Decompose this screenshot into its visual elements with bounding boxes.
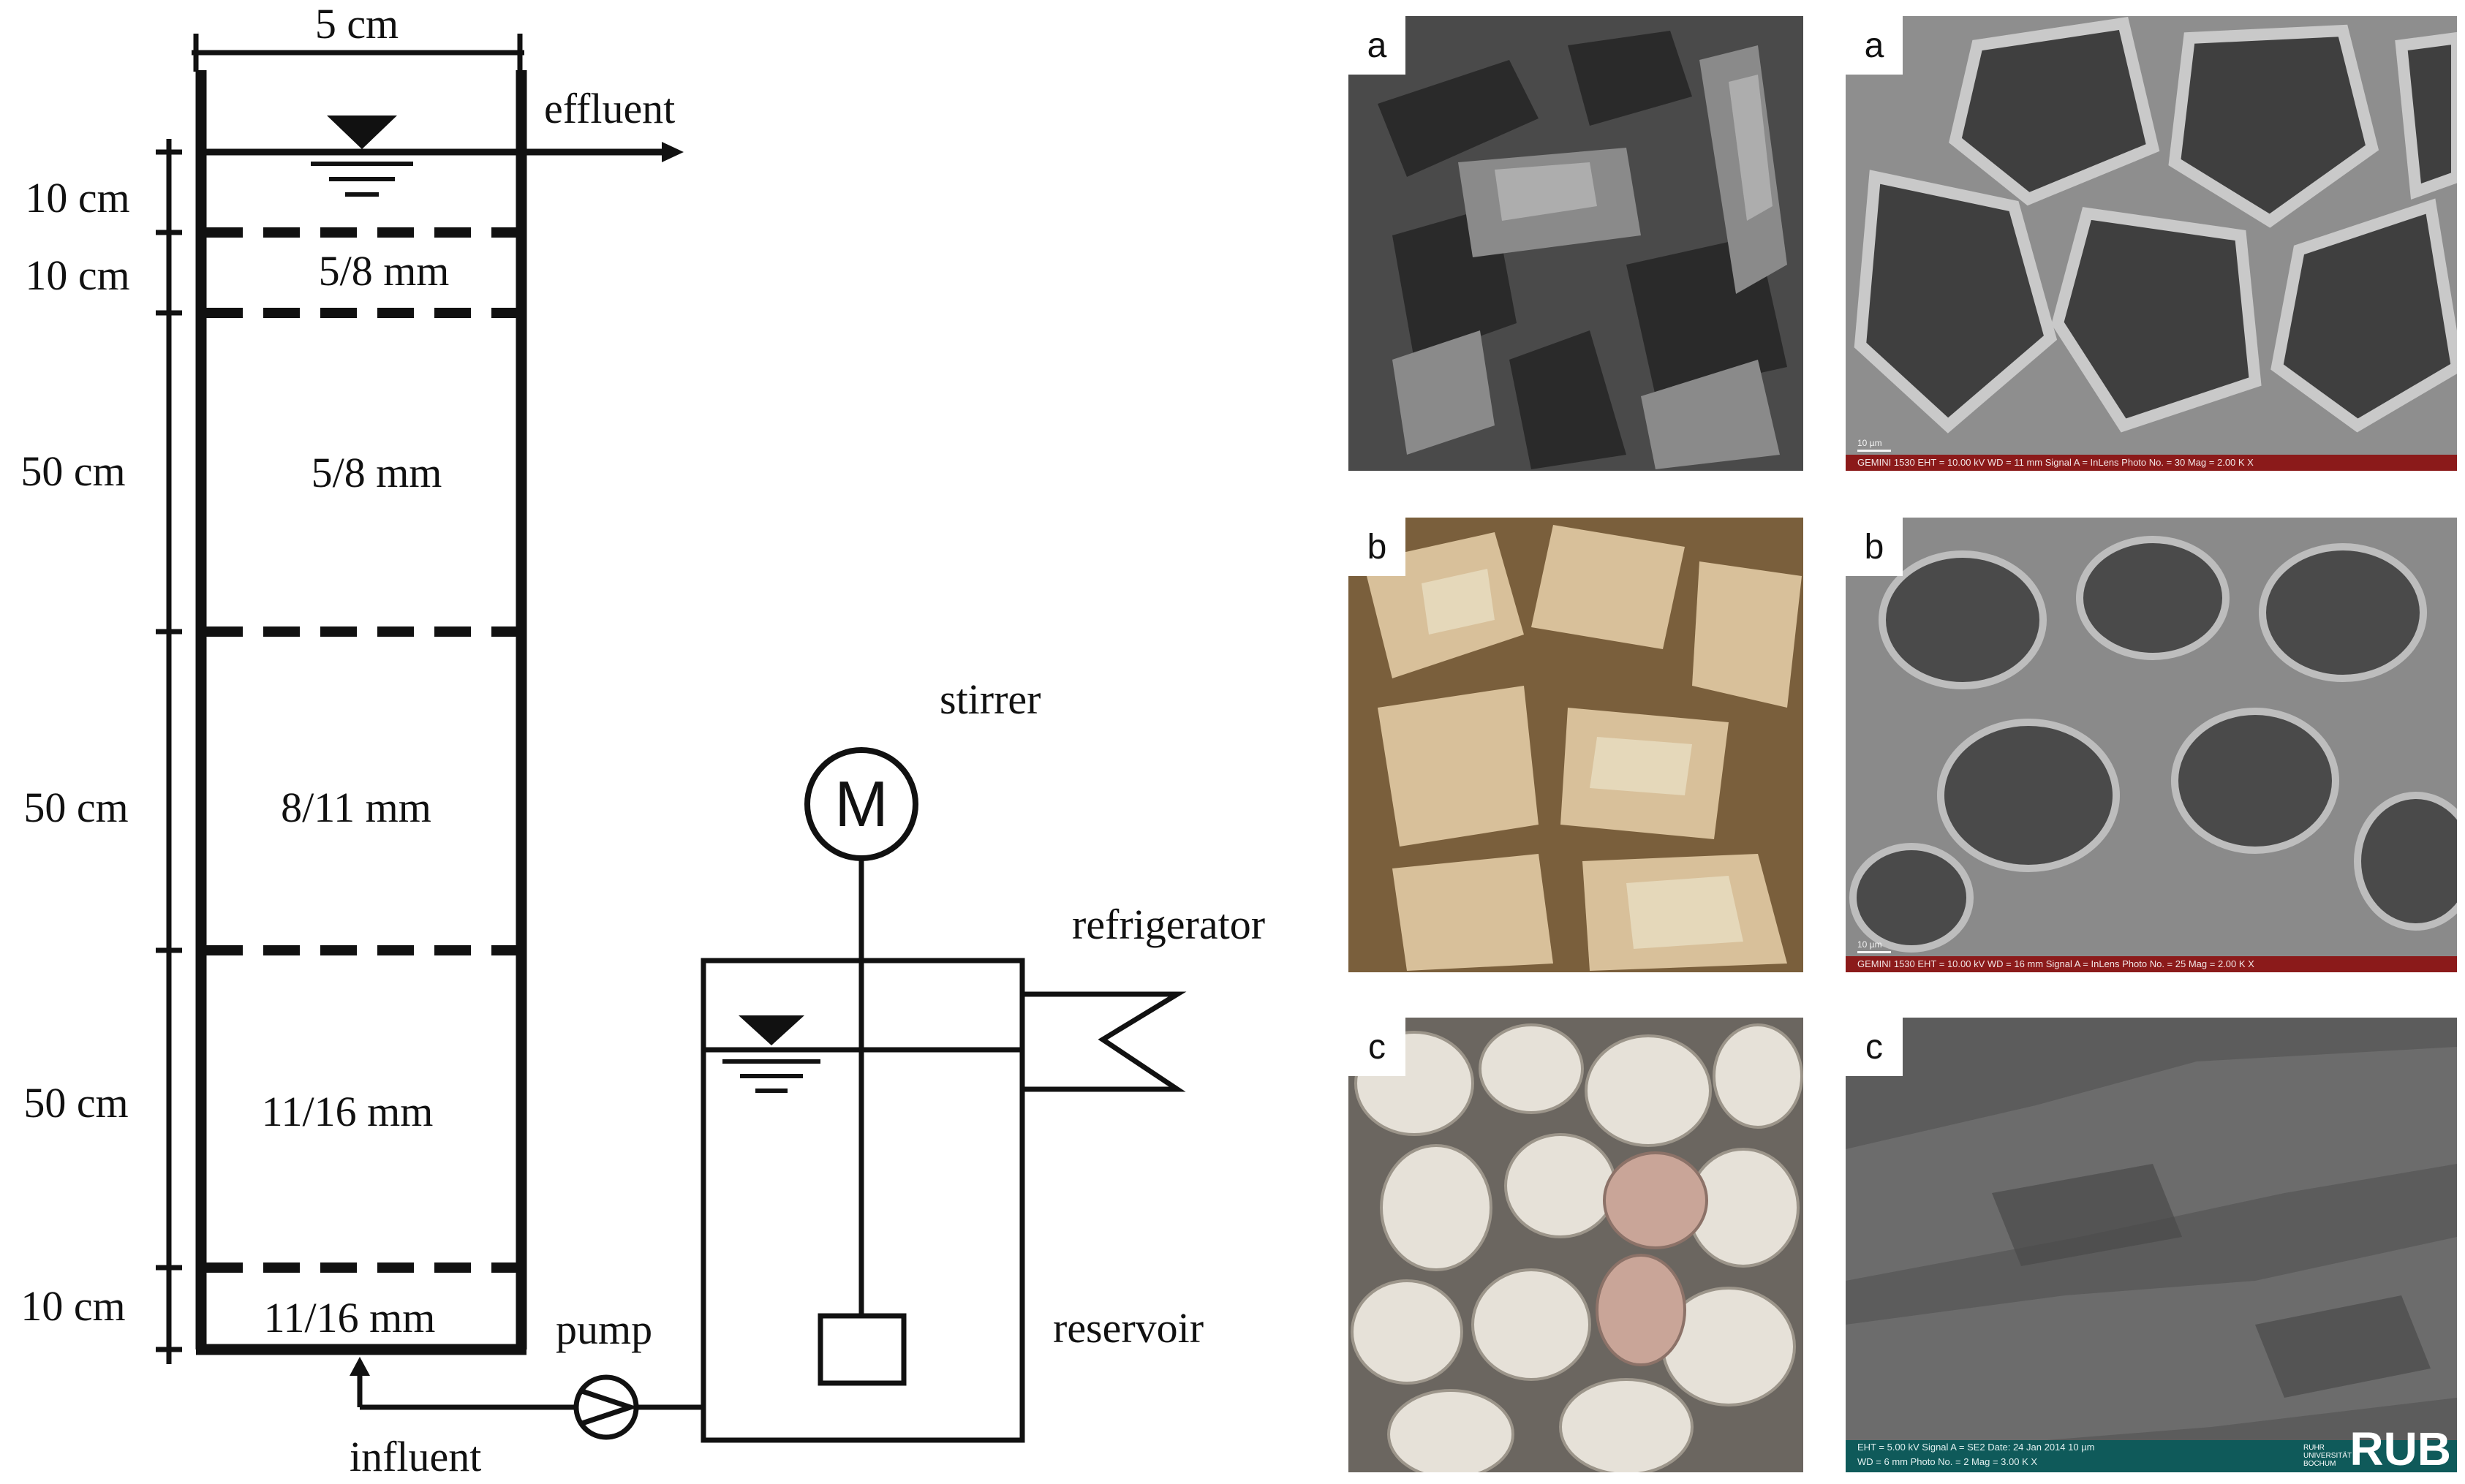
width-label: 5 cm xyxy=(315,0,399,48)
photo-label-c: c xyxy=(1348,1018,1405,1076)
stirrer-icon xyxy=(804,747,918,1386)
influent-arrow xyxy=(350,1357,370,1376)
height-label-6: 10 cm xyxy=(20,1282,125,1330)
height-dimension xyxy=(156,139,182,1364)
sem-label-a: a xyxy=(1846,16,1903,75)
sem-info-bar-b: GEMINI 1530 EHT = 10.00 kV WD = 16 mm Si… xyxy=(1846,956,2457,972)
sem-info-bar-c: EHT = 5.00 kV Signal A = SE2 Date: 24 Ja… xyxy=(1846,1440,2457,1472)
refrigerator-icon xyxy=(1022,991,1187,1092)
grain-size-layer-3: 8/11 mm xyxy=(281,784,431,831)
sem-label-b: b xyxy=(1846,518,1903,576)
sem-label-c: c xyxy=(1846,1018,1903,1076)
water-level-symbol xyxy=(311,116,413,197)
charcoal-sem-image: 10 µm GEMINI 1530 EHT = 10.00 kV WD = 11… xyxy=(1846,16,2457,471)
reservoir-label: reservoir xyxy=(1053,1304,1204,1352)
effluent-label: effluent xyxy=(544,85,675,132)
wood-chips-sem-image: 10 µm GEMINI 1530 EHT = 10.00 kV WD = 16… xyxy=(1846,518,2457,972)
reservoir-water-level-symbol xyxy=(722,1015,820,1093)
pump-icon xyxy=(573,1374,639,1440)
pump-label: pump xyxy=(556,1306,652,1353)
width-dimension xyxy=(192,34,524,72)
motor-symbol: M xyxy=(834,768,888,840)
height-label-2: 10 cm xyxy=(25,251,129,299)
grain-size-layer-4: 11/16 mm xyxy=(262,1088,434,1135)
sem-scale-bar-a: 10 µm xyxy=(1857,438,1891,452)
height-label-1: 10 cm xyxy=(25,174,129,222)
grain-size-layer-5: 11/16 mm xyxy=(264,1294,436,1341)
sem-info-bar-c-line2: WD = 6 mm Photo No. = 2 Mag = 3.00 K X xyxy=(1857,1456,2038,1467)
photo-label-a: a xyxy=(1348,16,1405,75)
sem-info-bar-c-line1: EHT = 5.00 kV Signal A = SE2 Date: 24 Ja… xyxy=(1857,1442,2095,1453)
wood-chips-photo: b xyxy=(1348,518,1803,972)
height-label-5: 50 cm xyxy=(23,1079,128,1127)
charcoal-photo: a xyxy=(1348,16,1803,471)
grain-size-layer-2: 5/8 mm xyxy=(312,449,442,496)
effluent-outlet xyxy=(201,142,684,162)
column-setup-diagram: 5 cm effluent 5/8 mm 5/8 mm 8/11 mm 11/1… xyxy=(20,0,1265,1480)
university-logo-small: RUHR UNIVERSITÄT BOCHUM xyxy=(2303,1444,2352,1468)
university-logo: RUB xyxy=(2349,1423,2451,1472)
refrigerator-label: refrigerator xyxy=(1072,901,1265,948)
influent-pipe xyxy=(357,1374,703,1410)
sem-scale-bar-b: 10 µm xyxy=(1857,939,1891,953)
influent-label: influent xyxy=(350,1433,481,1480)
height-label-3: 50 cm xyxy=(20,447,125,495)
column-walls xyxy=(195,70,527,1355)
gravel-sem-image: EHT = 5.00 kV Signal A = SE2 Date: 24 Ja… xyxy=(1846,1018,2457,1472)
grain-size-layer-1: 5/8 mm xyxy=(319,247,450,295)
sem-info-bar-a: GEMINI 1530 EHT = 10.00 kV WD = 11 mm Si… xyxy=(1846,455,2457,471)
photo-label-b: b xyxy=(1348,518,1405,576)
height-label-4: 50 cm xyxy=(23,784,128,831)
stirrer-label: stirrer xyxy=(940,675,1041,723)
layer-separators xyxy=(206,227,516,1273)
gravel-photo: c xyxy=(1348,1018,1803,1472)
